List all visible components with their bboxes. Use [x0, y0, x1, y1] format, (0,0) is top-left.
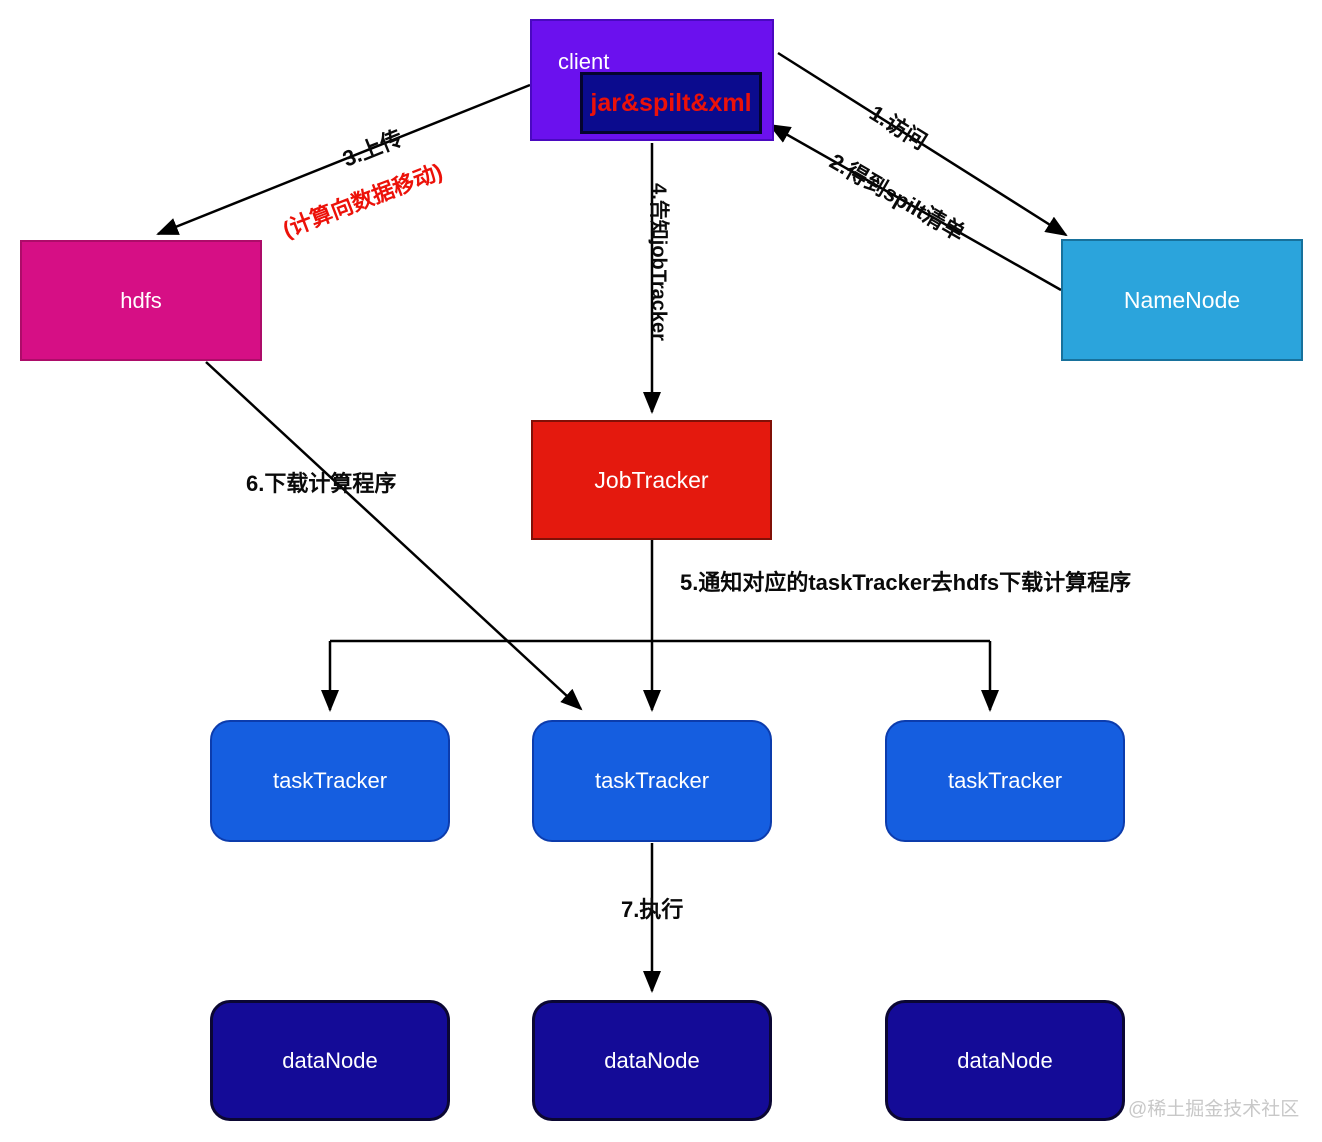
node-tasktracker-2: taskTracker: [532, 720, 772, 842]
edge-label-5-notify-tasktracker-download: 5.通知对应的taskTracker去hdfs下载计算程序: [680, 570, 1132, 595]
node-tasktracker-3: taskTracker: [885, 720, 1125, 842]
edge-label-4-notify-jobtracker: 4.告知jobTracker: [647, 183, 670, 341]
edge-label-7-execute: 7.执行: [621, 897, 684, 922]
node-hdfs: hdfs: [20, 240, 262, 361]
node-tasktracker-3-label: taskTracker: [947, 768, 1063, 793]
node-tasktracker-2-label: taskTracker: [594, 768, 710, 793]
edge-client-to-namenode: [777, 51, 1068, 237]
node-jobtracker-label: JobTracker: [594, 466, 709, 493]
node-jar-spilt-xml: jar&spilt&xml: [580, 72, 762, 134]
node-datanode-1: dataNode: [210, 1000, 450, 1121]
edge-client-to-hdfs: [156, 83, 531, 236]
juejin-watermark: @稀土掘金技术社区: [1128, 1099, 1300, 1120]
node-jobtracker: JobTracker: [531, 420, 772, 540]
node-datanode-1-label: dataNode: [282, 1047, 378, 1073]
edge-namenode-to-client: [768, 123, 1062, 292]
edge-hdfs-to-tasktracker: [205, 361, 583, 711]
node-hdfs-label: hdfs: [120, 287, 162, 313]
node-namenode: NameNode: [1061, 239, 1303, 361]
node-client-label: client: [558, 49, 610, 74]
node-tasktracker-1: taskTracker: [210, 720, 450, 842]
node-datanode-3-label: dataNode: [957, 1047, 1053, 1073]
node-jar-label: jar&spilt&xml: [590, 88, 752, 117]
node-datanode-2-label: dataNode: [604, 1047, 700, 1073]
node-tasktracker-1-label: taskTracker: [272, 768, 388, 793]
edge-label-6-download-program: 6.下载计算程序: [246, 471, 397, 496]
node-namenode-label: NameNode: [1123, 286, 1241, 313]
node-datanode-2: dataNode: [532, 1000, 772, 1121]
node-datanode-3: dataNode: [885, 1000, 1125, 1121]
